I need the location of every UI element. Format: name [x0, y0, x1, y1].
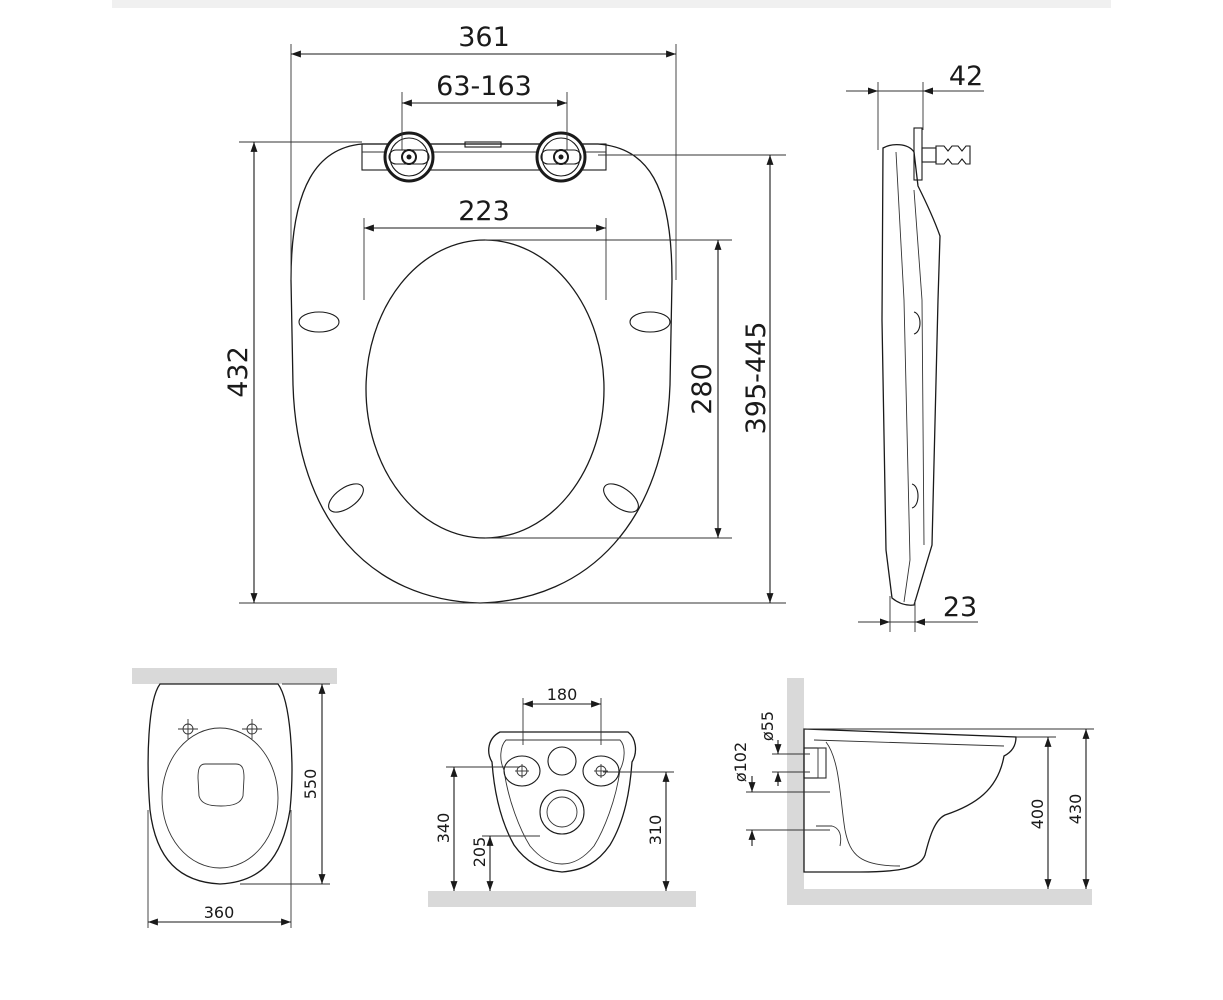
- bowl-top-outline: [147, 683, 293, 885]
- bumper-bottom-left: [328, 483, 364, 513]
- hinge-spigot: [913, 127, 971, 181]
- label-360: 360: [204, 903, 235, 922]
- label-d55: ø55: [758, 711, 777, 741]
- bowl-rear-view: 180 340 205 310: [428, 685, 696, 907]
- rear-bolt-left: [503, 755, 541, 787]
- fixing-hole-right: [242, 719, 262, 739]
- label-23: 23: [943, 592, 977, 623]
- bowl-side-view: ø55 ø102 400 430: [731, 678, 1094, 905]
- bowl-top-rim-inner: [161, 727, 279, 869]
- rear-bolt-right: [582, 755, 620, 787]
- seat-profile: [881, 144, 941, 606]
- wall-side-view: [787, 678, 804, 904]
- bowl-side-profile: [803, 728, 1017, 873]
- bumper-top-left: [298, 311, 340, 333]
- seat-top-view: 361 63-163 223 432 280 395-445: [223, 22, 786, 604]
- label-63-163: 63-163: [436, 71, 532, 102]
- bowl-top-drain: [197, 763, 245, 807]
- hinge-bar: [361, 143, 607, 171]
- label-432: 432: [223, 346, 254, 398]
- seat-side-view: 42 23: [846, 61, 984, 632]
- label-400: 400: [1028, 799, 1047, 830]
- label-205: 205: [470, 837, 489, 868]
- label-361: 361: [458, 22, 510, 53]
- bumper-top-right: [629, 311, 671, 333]
- label-340: 340: [434, 813, 453, 844]
- floor-side-view: [787, 889, 1092, 905]
- label-d102: ø102: [731, 742, 750, 782]
- seat-opening: [365, 239, 605, 539]
- label-430: 430: [1066, 794, 1085, 825]
- hinge-right: [535, 131, 587, 183]
- hinge-left: [383, 131, 435, 183]
- rear-inlet: [547, 746, 577, 776]
- label-395-445: 395-445: [741, 322, 772, 435]
- floor-rear-view: [428, 891, 696, 907]
- bowl-top-view: 550 360: [132, 668, 337, 928]
- wall-top-view: [132, 668, 337, 684]
- label-550: 550: [301, 769, 320, 800]
- label-223: 223: [458, 196, 510, 227]
- rear-outlet: [539, 789, 585, 835]
- label-180: 180: [547, 685, 578, 704]
- label-280: 280: [687, 363, 718, 415]
- label-310: 310: [646, 815, 665, 846]
- label-42: 42: [949, 61, 983, 92]
- fixing-hole-left: [178, 719, 198, 739]
- bumper-bottom-right: [603, 483, 639, 513]
- top-strip: [112, 0, 1111, 8]
